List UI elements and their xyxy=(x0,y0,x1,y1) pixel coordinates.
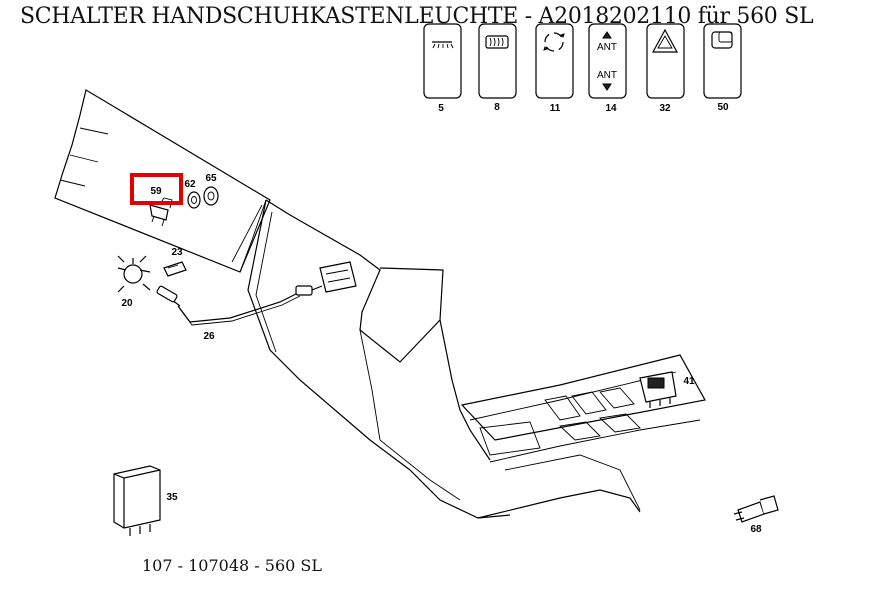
callout-62: 62 xyxy=(184,179,196,190)
switch-5[interactable]: 5 xyxy=(423,23,462,114)
highlight-box xyxy=(130,173,183,205)
callout-50: 50 xyxy=(717,102,729,113)
sunroof-icon xyxy=(711,31,733,49)
callout-14: 14 xyxy=(605,103,617,114)
part-59[interactable]: 59 xyxy=(149,186,173,227)
part-41[interactable]: 41 xyxy=(639,371,695,408)
part-68[interactable]: 68 xyxy=(733,495,779,535)
callout-41: 41 xyxy=(683,376,695,387)
callout-20: 20 xyxy=(121,298,133,309)
callout-23: 23 xyxy=(171,247,183,258)
footer-label: 107 - 107048 - 560 SL xyxy=(142,556,322,575)
part-65[interactable]: 65 xyxy=(203,173,219,206)
switch-14[interactable]: ANT ANT 14 xyxy=(588,23,627,114)
part-35[interactable]: 35 xyxy=(113,465,178,536)
callout-59: 59 xyxy=(150,186,162,197)
switch-50[interactable]: 50 xyxy=(703,23,742,113)
callout-32: 32 xyxy=(659,103,671,114)
part-20[interactable]: 20 xyxy=(117,255,151,309)
dashboard-drawing xyxy=(54,89,706,519)
ant-up-label: ANT xyxy=(597,42,617,53)
part-26[interactable]: 26 xyxy=(156,285,313,342)
part-23[interactable]: 23 xyxy=(163,247,187,277)
switch-panel: 5 8 11 ANT ANT xyxy=(423,23,742,114)
switch-32[interactable]: 32 xyxy=(646,23,685,114)
rear-defrost-icon xyxy=(485,35,509,49)
callout-11: 11 xyxy=(550,103,561,114)
callout-65: 65 xyxy=(205,173,217,184)
switch-11[interactable]: 11 xyxy=(535,23,574,114)
hazard-icon xyxy=(651,28,679,53)
callout-8: 8 xyxy=(494,102,500,113)
connector xyxy=(311,261,357,293)
recirculation-icon xyxy=(543,32,565,52)
ant-down-label: ANT xyxy=(597,70,617,81)
callout-35: 35 xyxy=(166,492,178,503)
light-icon xyxy=(432,41,454,49)
callout-68: 68 xyxy=(750,524,762,535)
callout-5: 5 xyxy=(438,103,444,114)
switch-8[interactable]: 8 xyxy=(478,23,517,113)
antenna-icon xyxy=(602,31,612,91)
callout-26: 26 xyxy=(203,331,215,342)
part-62[interactable]: 62 xyxy=(184,179,201,209)
